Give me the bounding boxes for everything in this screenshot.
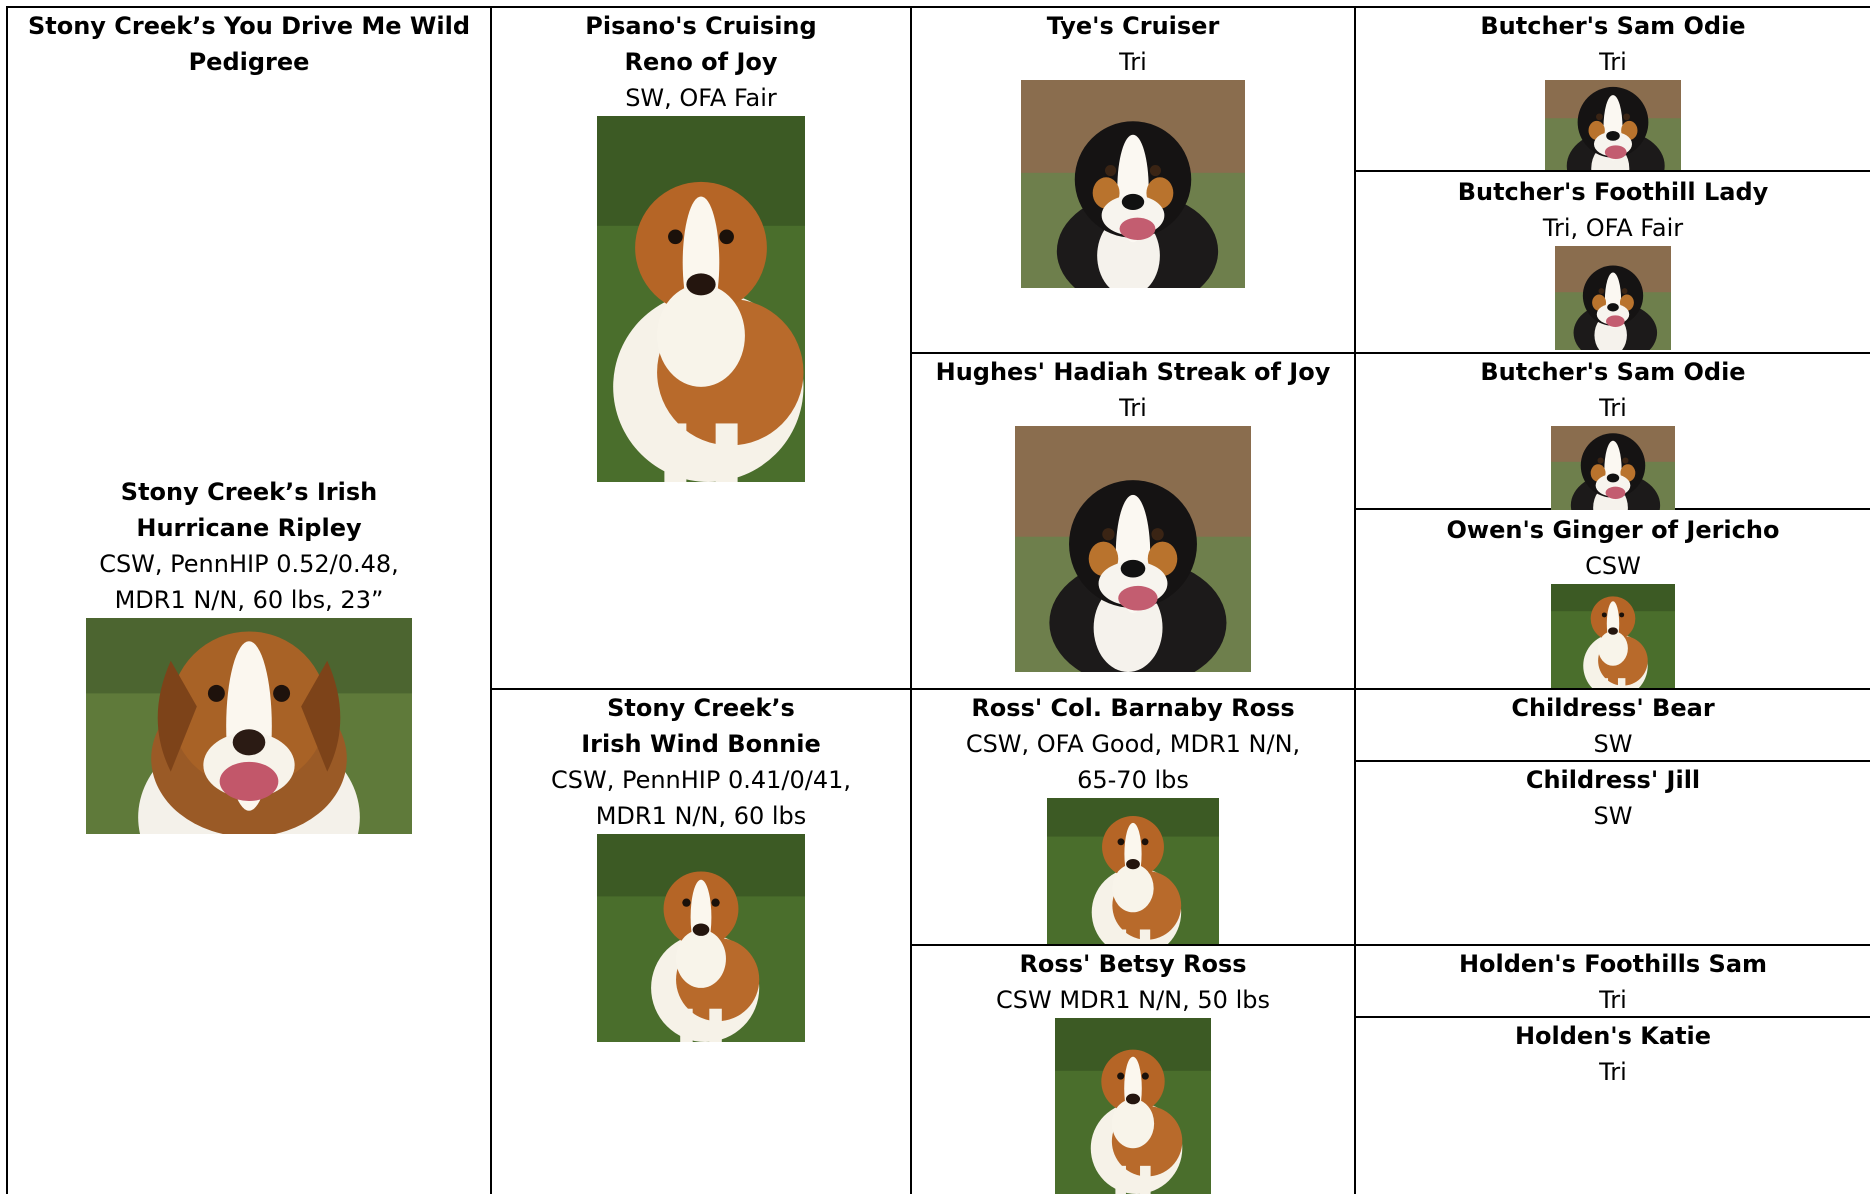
gen4-name-2: Butcher's Foothill Lady	[1457, 178, 1769, 206]
gen3-detail-4: CSW MDR1 N/N, 50 lbs	[996, 986, 1270, 1014]
gen4-detail-4: CSW	[1585, 552, 1641, 580]
gen3-photo-2	[1015, 426, 1251, 672]
gen4-photo-3	[1551, 426, 1675, 510]
sire-detail: SW, OFA Fair	[625, 84, 777, 112]
divider-gen4-5	[1354, 760, 1870, 762]
gen4-dog-2: Butcher's Foothill Lady Tri, OFA Fair	[1356, 174, 1870, 350]
border-top	[6, 6, 1870, 8]
gen4-photo-1	[1545, 80, 1681, 170]
sire-dog: Pisano's Cruising Reno of Joy SW, OFA Fa…	[492, 8, 910, 482]
divider-gen4-1	[1354, 170, 1870, 172]
divider-gen3-bottom	[910, 944, 1870, 946]
gen4-photo-2	[1555, 246, 1671, 350]
dam-detail-line-1: CSW, PennHIP 0.41/0/41,	[550, 766, 852, 794]
gen4-name-4: Owen's Ginger of Jericho	[1446, 516, 1780, 544]
gen3-name-3: Ross' Col. Barnaby Ross	[971, 694, 1295, 722]
gen4-photo-4	[1551, 584, 1675, 688]
gen4-name-1: Butcher's Sam Odie	[1480, 12, 1746, 40]
subject-name-line-2: Hurricane Ripley	[136, 514, 362, 542]
dam-name-line-1: Stony Creek’s	[607, 694, 795, 722]
gen3-detail-2: Tri	[1119, 394, 1147, 422]
subject-dog: Stony Creek’s Irish Hurricane Ripley CSW…	[8, 474, 490, 834]
divider-col-2	[910, 6, 912, 1194]
gen4-dog-8: Holden's Katie Tri	[1356, 1018, 1870, 1090]
gen4-dog-3: Butcher's Sam Odie Tri	[1356, 354, 1870, 510]
gen4-dog-5: Childress' Bear SW	[1356, 690, 1870, 762]
gen3-dog-1: Tye's Cruiser Tri	[912, 8, 1354, 288]
gen4-detail-6: SW	[1593, 802, 1633, 830]
gen3-name-2: Hughes' Hadiah Streak of Joy	[935, 358, 1331, 386]
gen4-detail-5: SW	[1593, 730, 1633, 758]
gen4-name-8: Holden's Katie	[1514, 1022, 1712, 1050]
gen3-photo-1	[1021, 80, 1245, 288]
gen4-dog-7: Holden's Foothills Sam Tri	[1356, 946, 1870, 1018]
gen3-dog-4: Ross' Betsy Ross CSW MDR1 N/N, 50 lbs	[912, 946, 1354, 1194]
gen3-detail-1: Tri	[1119, 48, 1147, 76]
sire-name-line-2: Reno of Joy	[624, 48, 778, 76]
gen4-name-7: Holden's Foothills Sam	[1458, 950, 1768, 978]
gen4-dog-1: Butcher's Sam Odie Tri	[1356, 8, 1870, 170]
gen3-detail-3a: CSW, OFA Good, MDR1 N/N,	[965, 730, 1301, 758]
gen3-detail-3b: 65-70 lbs	[1077, 766, 1189, 794]
subject-detail-line-1: CSW, PennHIP 0.52/0.48,	[99, 550, 399, 578]
gen4-detail-1: Tri	[1599, 48, 1627, 76]
gen4-dog-4: Owen's Ginger of Jericho CSW	[1356, 512, 1870, 688]
sire-dog-photo	[597, 116, 805, 482]
divider-gen3-top	[910, 352, 1870, 354]
gen3-name-1: Tye's Cruiser	[1046, 12, 1220, 40]
divider-col-3	[1354, 6, 1356, 1194]
gen3-dog-2: Hughes' Hadiah Streak of Joy Tri	[912, 354, 1354, 672]
divider-parents	[490, 688, 1870, 690]
gen4-name-3: Butcher's Sam Odie	[1480, 358, 1746, 386]
gen3-dog-3: Ross' Col. Barnaby Ross CSW, OFA Good, M…	[912, 690, 1354, 944]
gen3-photo-3	[1047, 798, 1219, 944]
gen4-name-6: Childress' Jill	[1525, 766, 1701, 794]
subject-dog-photo	[86, 618, 412, 834]
title-line-2: Pedigree	[188, 48, 310, 76]
pedigree-title: Stony Creek’s You Drive Me Wild Pedigree	[8, 8, 490, 80]
border-left	[6, 6, 8, 1194]
gen4-detail-8: Tri	[1599, 1058, 1627, 1086]
gen3-name-4: Ross' Betsy Ross	[1019, 950, 1247, 978]
gen4-detail-3: Tri	[1599, 394, 1627, 422]
gen4-detail-2: Tri, OFA Fair	[1542, 214, 1684, 242]
subject-name-line-1: Stony Creek’s Irish	[120, 478, 378, 506]
divider-gen4-7	[1354, 1016, 1870, 1018]
gen4-name-5: Childress' Bear	[1511, 694, 1715, 722]
gen3-photo-4	[1055, 1018, 1211, 1194]
gen4-detail-7: Tri	[1599, 986, 1627, 1014]
dam-dog-photo	[597, 834, 805, 1042]
dam-name-line-2: Irish Wind Bonnie	[581, 730, 821, 758]
dam-dog: Stony Creek’s Irish Wind Bonnie CSW, Pen…	[492, 690, 910, 1042]
dam-detail-line-2: MDR1 N/N, 60 lbs	[595, 802, 807, 830]
title-line-1: Stony Creek’s You Drive Me Wild	[27, 12, 471, 40]
sire-name-line-1: Pisano's Cruising	[585, 12, 817, 40]
divider-col-1	[490, 6, 492, 1194]
gen4-dog-6: Childress' Jill SW	[1356, 762, 1870, 834]
subject-detail-line-2: MDR1 N/N, 60 lbs, 23”	[114, 586, 384, 614]
